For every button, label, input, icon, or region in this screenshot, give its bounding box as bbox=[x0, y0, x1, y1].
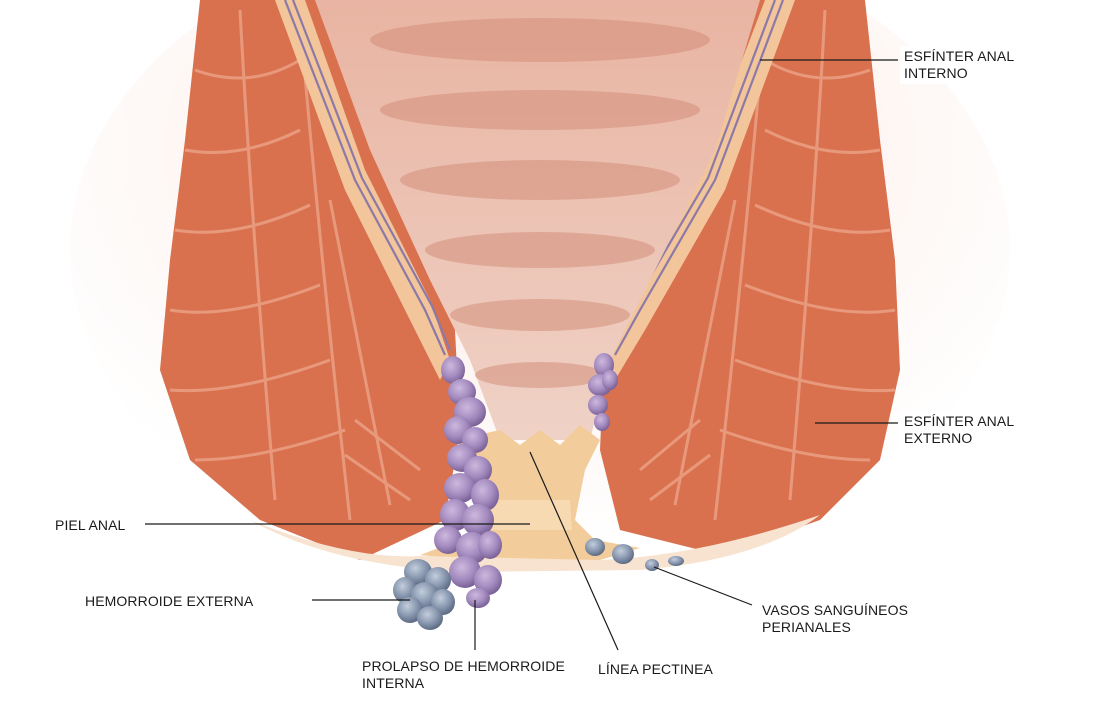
label-pectinate-line: LÍNEA PECTINEA bbox=[598, 661, 713, 677]
label-prolapsed-internal-hemorrhoid: PROLAPSO DE HEMORROIDE INTERNA bbox=[362, 658, 565, 691]
external-hemorrhoid-cluster bbox=[393, 559, 455, 630]
prolapsed-internal-hemorrhoid bbox=[434, 356, 502, 608]
anal-skin-highlight bbox=[488, 500, 572, 530]
label-perianal-vessels: VASOS SANGUÍNEOS PERIANALES bbox=[762, 602, 909, 635]
mucosa-folds bbox=[370, 18, 710, 388]
label-external-hemorrhoid: HEMORROIDE EXTERNA bbox=[85, 593, 254, 609]
leader-perianal-vessels bbox=[653, 566, 753, 606]
left-internal-sphincter bbox=[275, 0, 450, 380]
leader-pectinate-line bbox=[529, 451, 619, 651]
leader-lines bbox=[145, 59, 898, 651]
right-internal-hemorrhoid bbox=[588, 353, 618, 431]
left-muscle-striations bbox=[169, 9, 421, 521]
label-internal-sphincter: ESFÍNTER ANAL INTERNO bbox=[900, 46, 1019, 84]
label-anal-skin: PIEL ANAL bbox=[55, 517, 126, 533]
label-external-sphincter: ESFÍNTER ANAL EXTERNO bbox=[900, 411, 1019, 449]
